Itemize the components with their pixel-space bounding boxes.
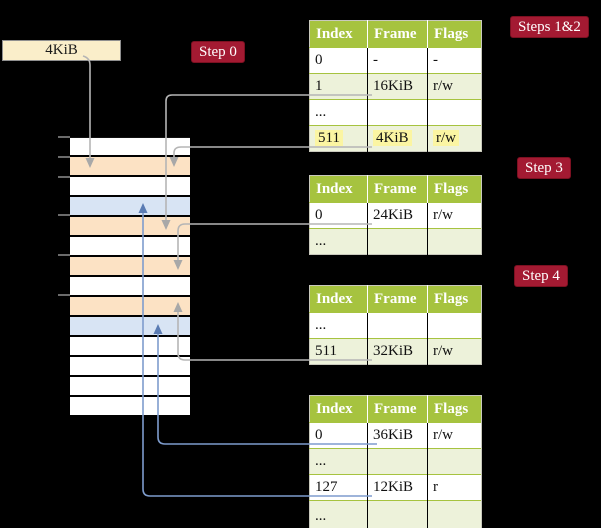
col-header-flags: Flags [427, 285, 482, 313]
frame-cell: 16KiB [367, 73, 428, 100]
table-row-ellipsis: ... [309, 312, 482, 339]
frame-cell: - [367, 47, 428, 74]
flags-cell: r/w [427, 422, 482, 449]
table-row: 511 32KiB r/w [309, 338, 482, 365]
col-header-flags: Flags [427, 20, 482, 48]
table-row: 0 - - [309, 47, 482, 74]
index-cell: 0 [309, 422, 368, 449]
col-header-frame: Frame [367, 285, 428, 313]
memory-row [70, 237, 190, 257]
table-row-ellipsis: ... [309, 500, 482, 528]
memory-row [70, 377, 190, 397]
flags-cell: - [427, 47, 482, 74]
page-table-last-level: Index Frame Flags 0 36KiB r/w ... 127 12… [309, 395, 482, 528]
frame-cell: 24KiB [367, 202, 428, 229]
table-row-highlighted: 511 4KiB r/w [309, 125, 482, 152]
memory-row [70, 277, 190, 297]
col-header-flags: Flags [427, 175, 482, 203]
flags-cell [427, 500, 482, 528]
table-row: 0 36KiB r/w [309, 422, 482, 449]
page-table-steps-1-2: Index Frame Flags 0 - - 1 16KiB r/w ... … [309, 20, 482, 152]
badge-step-4: Step 4 [514, 265, 568, 287]
table-row: 127 12KiB r [309, 474, 482, 501]
memory-stack [70, 137, 190, 417]
col-header-index: Index [309, 175, 368, 203]
flags-cell: r [427, 474, 482, 501]
flags-cell: r/w [427, 338, 482, 365]
page-table-step-3: Index Frame Flags 0 24KiB r/w ... [309, 175, 482, 255]
memory-row [70, 337, 190, 357]
flags-cell: r/w [427, 202, 482, 229]
col-header-index: Index [309, 20, 368, 48]
flags-cell [427, 228, 482, 255]
header-row: Index Frame Flags [309, 20, 482, 48]
frame-size-box: 4KiB [2, 40, 121, 61]
memory-row [70, 397, 190, 417]
memory-row-pagetable [70, 157, 190, 177]
highlighted-value: 511 [315, 130, 343, 146]
index-cell: 511 [309, 338, 368, 365]
index-cell: 0 [309, 202, 368, 229]
header-row: Index Frame Flags [309, 395, 482, 423]
flags-cell [427, 312, 482, 339]
index-cell: 127 [309, 474, 368, 501]
col-header-index: Index [309, 285, 368, 313]
table-row: 0 24KiB r/w [309, 202, 482, 229]
badge-steps-1-2: Steps 1&2 [510, 16, 589, 38]
frame-cell: 4KiB [367, 125, 428, 152]
col-header-index: Index [309, 395, 368, 423]
index-cell: 0 [309, 47, 368, 74]
index-cell: 511 [309, 125, 368, 152]
col-header-frame: Frame [367, 20, 428, 48]
memory-row [70, 137, 190, 157]
index-cell: 1 [309, 73, 368, 100]
col-header-frame: Frame [367, 175, 428, 203]
col-header-frame: Frame [367, 395, 428, 423]
header-row: Index Frame Flags [309, 175, 482, 203]
highlighted-value: r/w [433, 130, 459, 146]
flags-cell [427, 448, 482, 475]
frame-cell: 36KiB [367, 422, 428, 449]
highlighted-value: 4KiB [373, 130, 412, 146]
flags-cell: r/w [427, 125, 482, 152]
frame-cell: 12KiB [367, 474, 428, 501]
flags-cell: r/w [427, 73, 482, 100]
frame-cell: 32KiB [367, 338, 428, 365]
index-cell: ... [309, 99, 368, 126]
memory-row [70, 177, 190, 197]
memory-row [70, 357, 190, 377]
memory-row-frame [70, 317, 190, 337]
frame-cell [367, 228, 428, 255]
table-row-ellipsis: ... [309, 448, 482, 475]
memory-tick-marks [58, 136, 70, 296]
frame-cell [367, 312, 428, 339]
header-row: Index Frame Flags [309, 285, 482, 313]
frame-cell [367, 500, 428, 528]
frame-cell [367, 99, 428, 126]
index-cell: ... [309, 500, 368, 528]
frame-cell [367, 448, 428, 475]
index-cell: ... [309, 312, 368, 339]
col-header-flags: Flags [427, 395, 482, 423]
index-cell: ... [309, 448, 368, 475]
flags-cell [427, 99, 482, 126]
memory-row-pagetable [70, 257, 190, 277]
page-table-step-4: Index Frame Flags ... 511 32KiB r/w [309, 285, 482, 365]
table-row-ellipsis: ... [309, 228, 482, 255]
index-cell: ... [309, 228, 368, 255]
badge-step-3: Step 3 [517, 157, 571, 179]
memory-row-pagetable [70, 217, 190, 237]
memory-row-pagetable [70, 297, 190, 317]
badge-step-0: Step 0 [191, 41, 245, 63]
memory-row-frame [70, 197, 190, 217]
table-row-ellipsis: ... [309, 99, 482, 126]
table-row: 1 16KiB r/w [309, 73, 482, 100]
